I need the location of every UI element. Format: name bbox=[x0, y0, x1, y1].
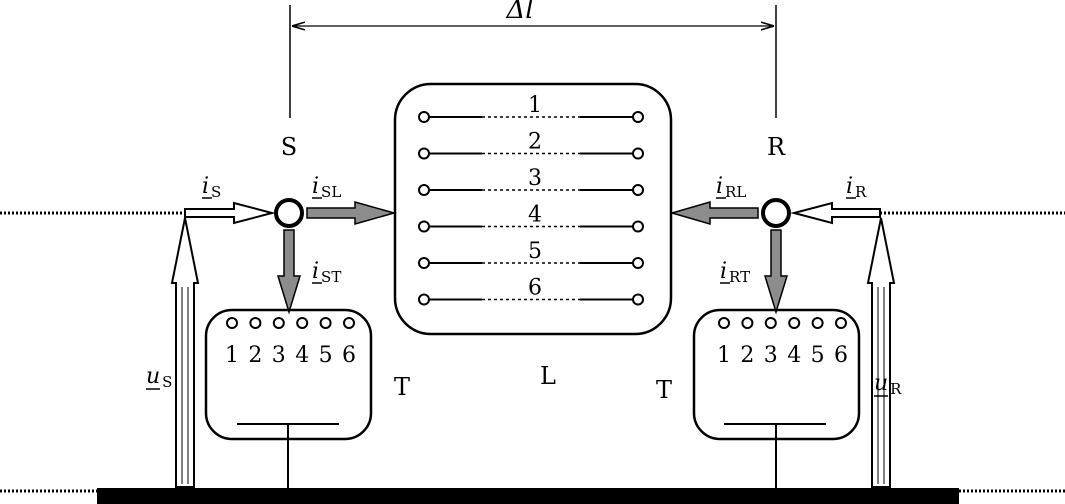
current-arrow-i-rt bbox=[763, 229, 789, 315]
conductor-number: 6 bbox=[528, 276, 542, 301]
terminal-right-box bbox=[692, 308, 861, 441]
terminal-port bbox=[741, 317, 754, 329]
terminal-port-number: 2 bbox=[740, 343, 754, 368]
terminal-port bbox=[226, 317, 238, 329]
conductor-terminal-right bbox=[632, 293, 644, 306]
conductor-terminal-right bbox=[632, 257, 644, 269]
ground-bar bbox=[97, 488, 959, 504]
terminal-port-number: 5 bbox=[811, 343, 825, 368]
conductor-number: 5 bbox=[528, 239, 542, 264]
current-arrow-i-st bbox=[276, 229, 302, 315]
current-arrow-i-rl bbox=[669, 201, 759, 225]
conductor-number: 3 bbox=[528, 166, 542, 191]
conductor-terminal-right bbox=[632, 220, 644, 233]
node-label-s: S bbox=[281, 133, 297, 161]
terminal-port bbox=[764, 317, 777, 329]
conductor-terminal-left bbox=[418, 220, 430, 233]
terminal-left-box bbox=[204, 308, 373, 441]
conductor-number: 4 bbox=[528, 203, 542, 228]
conductor-terminal-right bbox=[632, 111, 644, 123]
terminal-port-number: 1 bbox=[225, 343, 239, 368]
current-arrow-i-r bbox=[790, 201, 881, 225]
terminal-port-number: 4 bbox=[787, 343, 801, 368]
terminal-port bbox=[296, 317, 309, 329]
node-label-r: R bbox=[767, 133, 786, 161]
conductor-terminal-left bbox=[418, 147, 430, 160]
conductor-terminal-right bbox=[632, 184, 644, 196]
terminal-right-label: T bbox=[656, 376, 672, 404]
terminal-port bbox=[249, 317, 262, 329]
node-s bbox=[274, 198, 304, 228]
conductor-group: 1 2 3 4 5 6 bbox=[418, 93, 644, 306]
conductor-number: 2 bbox=[528, 130, 542, 155]
conductor-number: 1 bbox=[528, 93, 542, 118]
terminal-port bbox=[811, 317, 824, 329]
dimension-label: Δl bbox=[505, 0, 533, 25]
terminal-port-number: 6 bbox=[342, 343, 356, 368]
terminal-port-number: 2 bbox=[248, 343, 262, 368]
terminal-port-number: 4 bbox=[295, 343, 309, 368]
terminal-port-number: 1 bbox=[717, 343, 731, 368]
current-arrow-i-sl bbox=[306, 201, 397, 225]
terminal-port bbox=[788, 317, 801, 329]
voltage-arrow-u-s bbox=[170, 217, 200, 488]
conductor-terminal-left bbox=[418, 184, 430, 196]
conductor-terminal-left bbox=[418, 293, 430, 306]
terminal-port-number: 3 bbox=[764, 343, 778, 368]
terminal-port bbox=[272, 317, 285, 329]
terminal-port-number: 5 bbox=[319, 343, 333, 368]
terminal-port bbox=[319, 317, 332, 329]
conductor-terminal-left bbox=[418, 257, 430, 269]
terminal-port bbox=[718, 317, 730, 329]
terminal-left-label: T bbox=[394, 373, 410, 401]
line-block-label: L bbox=[540, 362, 556, 390]
conductor-terminal-left bbox=[418, 111, 430, 123]
node-r bbox=[761, 198, 791, 228]
line-block bbox=[393, 82, 673, 336]
voltage-arrow-u-r bbox=[866, 217, 896, 488]
terminal-port bbox=[835, 317, 847, 329]
conductor-terminal-right bbox=[632, 147, 644, 160]
terminal-port-number: 3 bbox=[272, 343, 286, 368]
terminal-port bbox=[343, 317, 355, 329]
terminal-port-number: 6 bbox=[834, 343, 848, 368]
current-arrow-i-s bbox=[184, 201, 276, 225]
